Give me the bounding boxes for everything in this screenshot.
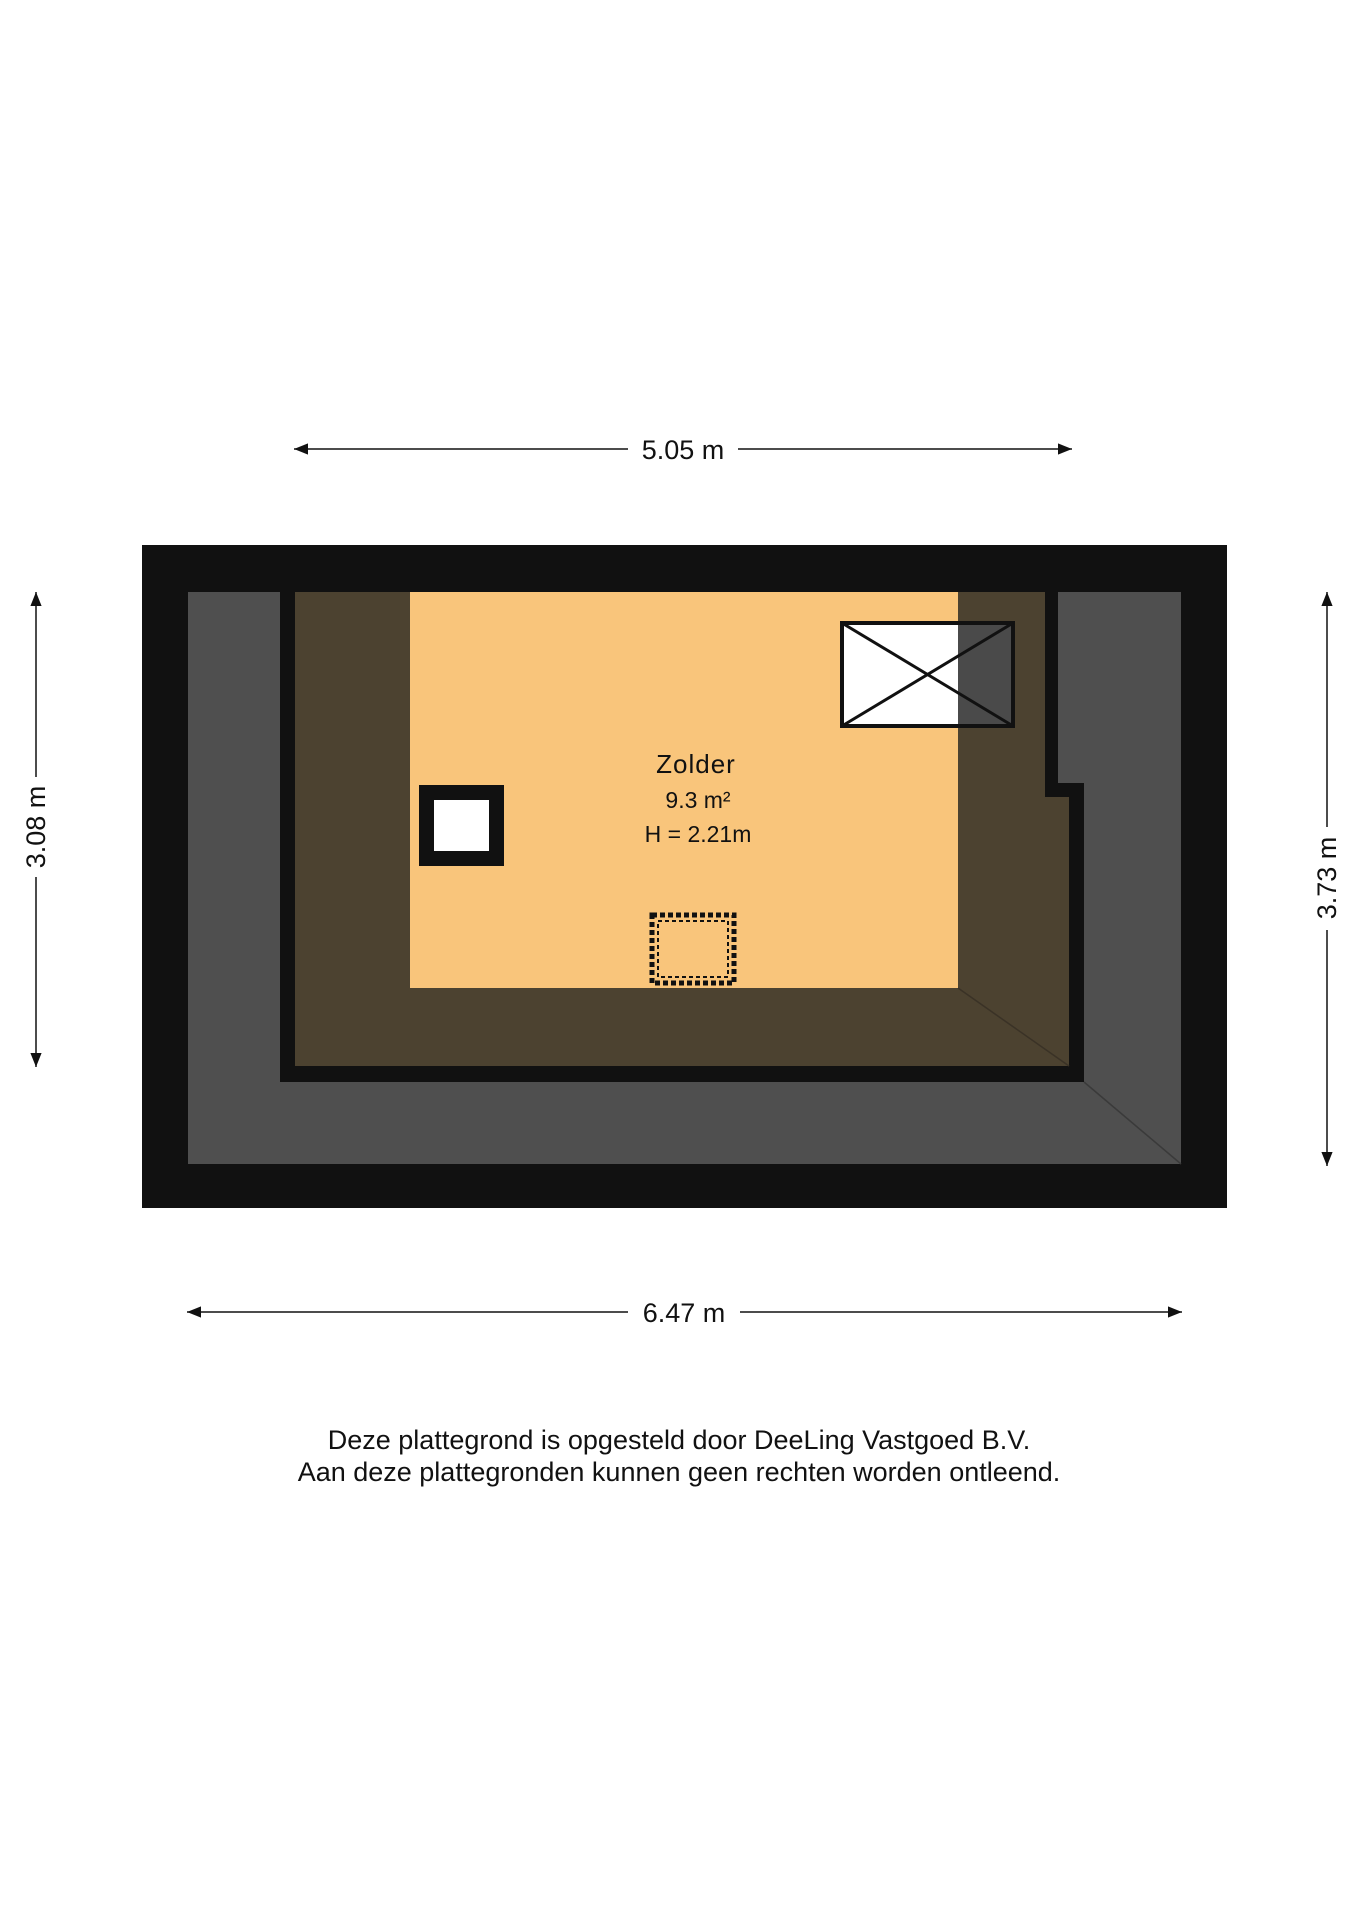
disclaimer: Deze plattegrond is opgesteld door DeeLi… [0,1424,1358,1488]
dimension-bottom: 6.47 m [187,1298,1182,1328]
hip-line [1083,1081,1182,1165]
dimension-top: 5.05 m [294,435,1072,465]
dimension-bottom-label: 6.47 m [643,1298,726,1328]
hip-line [957,987,1070,1067]
chimney-icon [419,785,504,866]
room-area: 9.3 m² [665,787,731,813]
dimension-top-label: 5.05 m [642,435,725,465]
room-height: H = 2.21m [645,821,752,847]
disclaimer-line-2: Aan deze plattegronden kunnen geen recht… [297,1457,1061,1487]
room-name: Zolder [656,749,736,779]
disclaimer-line-1: Deze plattegrond is opgesteld door DeeLi… [327,1425,1031,1455]
skylight-icon [840,621,1015,728]
dimension-right-label: 3.73 m [1312,837,1342,920]
dimension-left: 3.08 m [21,592,51,1067]
dimension-right: 3.73 m [1312,592,1342,1166]
dimension-left-label: 3.08 m [21,786,51,869]
attic-hatch-icon [649,912,737,986]
